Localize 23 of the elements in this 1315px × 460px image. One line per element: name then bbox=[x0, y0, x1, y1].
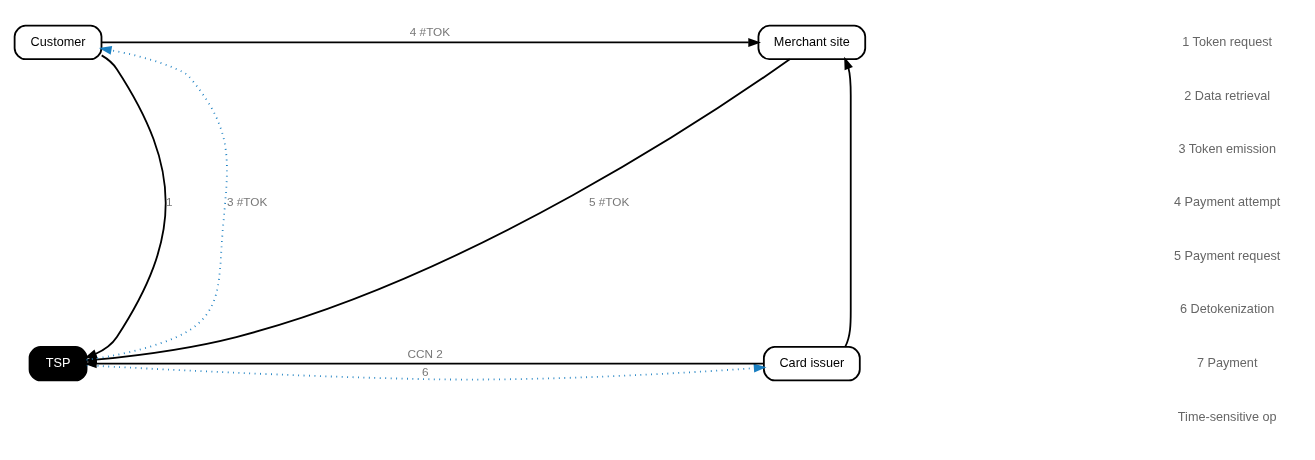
legend-label: 5 Payment request bbox=[1173, 248, 1280, 263]
arrow bbox=[85, 363, 767, 381]
edge-label: CCN 2 bbox=[407, 346, 443, 360]
legend-label: Time-sensitive op bbox=[1177, 409, 1277, 424]
legend-label: 4 Payment attempt bbox=[1173, 195, 1280, 210]
node-box: Customer bbox=[13, 24, 102, 61]
legend-label: 3 Token emission bbox=[1177, 142, 1276, 157]
edge-label: 1 bbox=[165, 195, 173, 209]
node-box: TSP bbox=[28, 346, 87, 382]
arrow bbox=[843, 56, 853, 348]
arrow bbox=[100, 38, 761, 47]
legend-label: 2 Data retrieval bbox=[1183, 88, 1270, 103]
edge-label: 6 bbox=[421, 364, 428, 378]
arrow bbox=[83, 359, 765, 369]
edge-label: 3 #TOK bbox=[226, 195, 267, 209]
edge-label: 5 #TOK bbox=[588, 195, 629, 209]
node-box: Card issuer bbox=[762, 346, 861, 382]
legend-label: 1 Token request bbox=[1181, 34, 1272, 49]
legend-label: 6 Detokenization bbox=[1179, 302, 1274, 317]
node-box: Merchant site bbox=[757, 24, 866, 61]
arrow bbox=[85, 45, 228, 361]
legend-label: 7 Payment bbox=[1196, 356, 1257, 371]
edge-label: 4 #TOK bbox=[409, 25, 450, 39]
